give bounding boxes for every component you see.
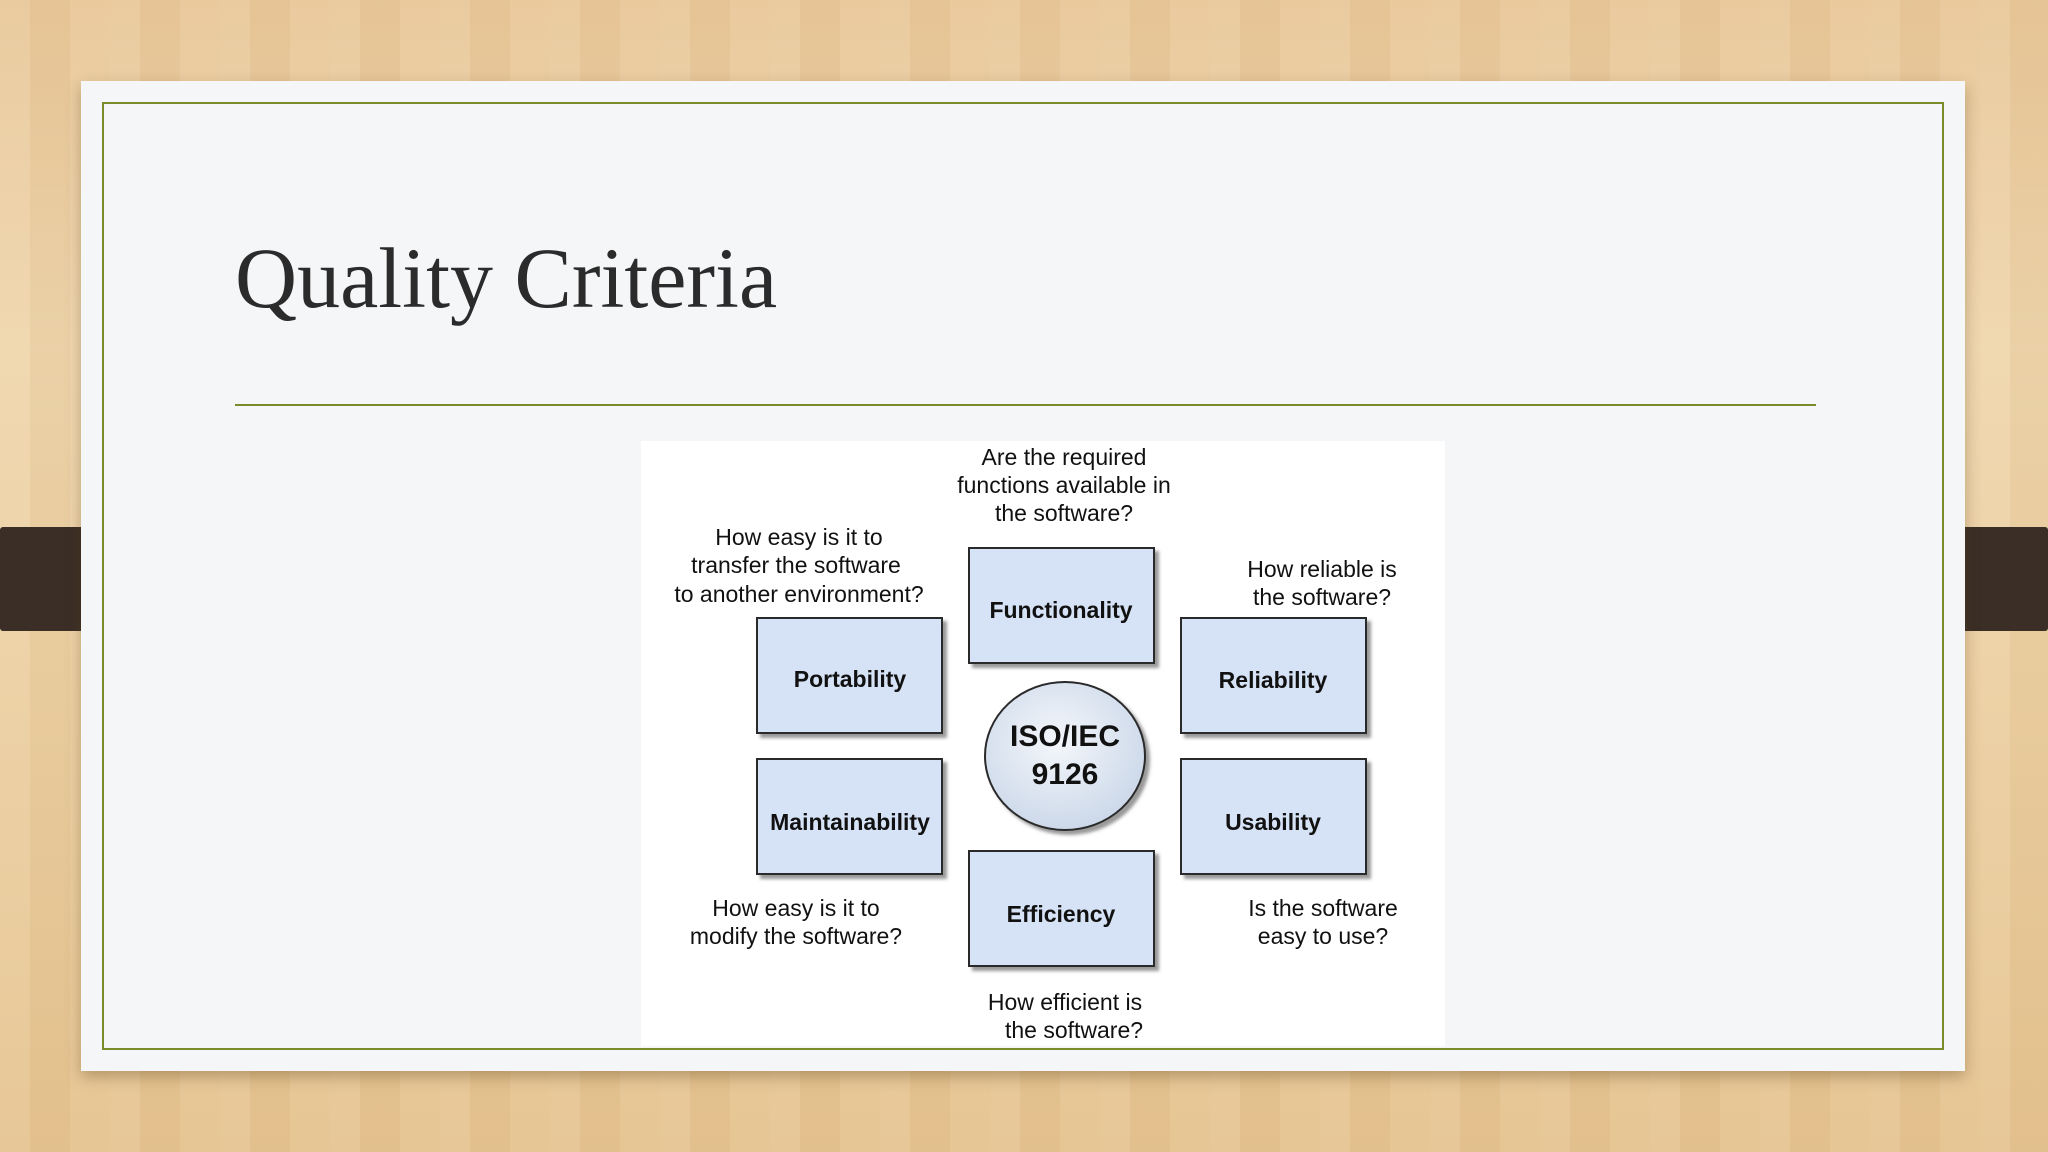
question-maintainability-line2: modify the software? <box>690 923 902 949</box>
box-reliability: Reliability <box>1180 617 1367 734</box>
question-reliability-line1: How reliable is <box>1247 556 1397 582</box>
question-reliability-line2: the software? <box>1253 584 1391 610</box>
question-portability: How easy is it to transfer the software … <box>674 524 923 607</box>
question-portability-line3: to another environment? <box>674 581 923 607</box>
question-efficiency-line1: How efficient is <box>988 989 1142 1015</box>
box-maintainability-label: Maintainability <box>770 809 930 835</box>
question-usability-line2: easy to use? <box>1258 923 1388 949</box>
question-portability-line2: transfer the software <box>691 552 901 578</box>
box-portability-label: Portability <box>794 666 907 692</box>
box-efficiency-rect <box>968 850 1155 967</box>
box-functionality-rect <box>968 547 1155 664</box>
question-functionality-line3: the software? <box>995 500 1133 526</box>
question-usability-line1: Is the software <box>1248 895 1398 921</box>
box-usability: Usability <box>1180 758 1367 875</box>
box-functionality: Functionality <box>968 547 1155 664</box>
question-usability: Is the software easy to use? <box>1248 895 1398 949</box>
slide-card: Quality Criteria ISO/IEC 9126 <box>81 81 1965 1071</box>
diagram-canvas: ISO/IEC 9126 Functionality Reliability U… <box>674 444 1398 1043</box>
box-portability-rect <box>756 617 943 734</box>
question-efficiency: How efficient is the software? <box>988 989 1143 1043</box>
question-maintainability-line1: How easy is it to <box>712 895 879 921</box>
title-divider <box>235 404 1816 406</box>
box-reliability-rect <box>1180 617 1367 734</box>
center-circle <box>984 681 1146 831</box>
question-functionality-line1: Are the required <box>982 444 1147 470</box>
question-efficiency-line2: the software? <box>1005 1017 1143 1043</box>
box-portability: Portability <box>756 617 943 734</box>
question-reliability: How reliable is the software? <box>1247 556 1397 610</box>
iso-9126-diagram: ISO/IEC 9126 Functionality Reliability U… <box>641 441 1445 1046</box>
iso-center: ISO/IEC 9126 <box>984 681 1146 831</box>
question-portability-line1: How easy is it to <box>715 524 882 550</box>
box-efficiency-label: Efficiency <box>1007 901 1116 927</box>
box-reliability-label: Reliability <box>1219 667 1328 693</box>
question-functionality: Are the required functions available in … <box>957 444 1171 526</box>
question-functionality-line2: functions available in <box>957 472 1171 498</box>
box-efficiency: Efficiency <box>968 850 1155 967</box>
box-maintainability: Maintainability <box>756 758 943 875</box>
center-label-line2: 9126 <box>1032 758 1099 791</box>
box-usability-label: Usability <box>1225 809 1321 835</box>
center-label-line1: ISO/IEC <box>1010 720 1120 753</box>
slide-frame <box>102 102 1944 1050</box>
question-maintainability: How easy is it to modify the software? <box>690 895 902 949</box>
box-functionality-label: Functionality <box>989 597 1132 623</box>
slide-title: Quality Criteria <box>235 230 778 326</box>
box-usability-rect <box>1180 758 1367 875</box>
box-maintainability-rect <box>756 758 943 875</box>
